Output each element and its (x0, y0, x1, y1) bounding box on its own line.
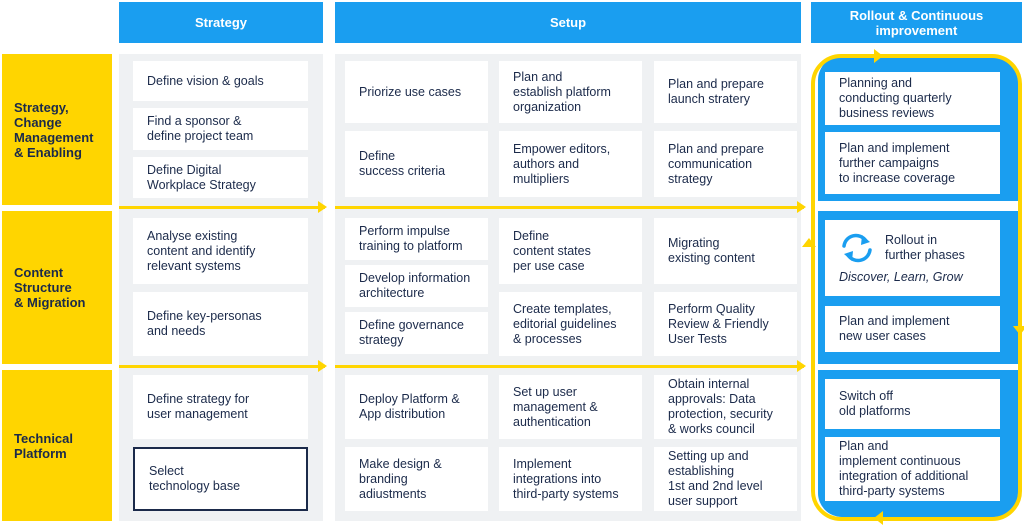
card-design-branding: Make design & branding adiustments (345, 447, 488, 511)
arrow-row1-setup (335, 201, 806, 213)
card-create-templates: Create templates, editorial guidelines &… (499, 292, 642, 356)
card-internal-approvals: Obtain internal approvals: Data protecti… (654, 375, 797, 439)
arrow-row1-strategy (119, 201, 327, 213)
cycle-arrowhead-left-icon (874, 511, 883, 525)
card-user-management-authentication: Set up user management & authentication (499, 375, 642, 439)
cycle-arrowhead-down-icon (1013, 326, 1024, 335)
card-quality-review: Perform Quality Review & Friendly User T… (654, 292, 797, 356)
card-define-user-management-strategy: Define strategy for user management (133, 375, 308, 439)
card-continuous-integration: Plan and implement continuous integratio… (825, 437, 1000, 501)
card-select-technology-base[interactable]: Select technology base (133, 447, 308, 511)
refresh-arrows-icon (842, 233, 872, 262)
card-new-user-cases: Plan and implement new user cases (825, 306, 1000, 352)
row-label-content-structure: Content Structure & Migration (2, 211, 112, 364)
card-define-vision-goals: Define vision & goals (133, 61, 308, 101)
card-communication-strategy: Plan and prepare communication strategy (654, 131, 797, 197)
card-content-states: Define content states per use case (499, 218, 642, 284)
card-define-success-criteria: Define success criteria (345, 131, 488, 197)
card-governance-strategy: Define governance strategy (345, 312, 488, 354)
card-define-key-personas: Define key-personas and needs (133, 292, 308, 356)
card-rollout-further-phases: Rollout in further phases Discover, Lear… (825, 220, 1000, 296)
phase-header-strategy: Strategy (119, 2, 323, 43)
card-priorize-use-cases: Priorize use cases (345, 61, 488, 123)
continuous-cycle-outline (811, 54, 1022, 521)
card-switch-off-platforms: Switch off old platforms (825, 379, 1000, 429)
rollout-phases-title: Rollout in further phases (885, 232, 965, 262)
card-user-support: Setting up and establishing 1st and 2nd … (654, 447, 797, 511)
arrow-row2-strategy (119, 360, 327, 372)
card-quarterly-business-reviews: Planning and conducting quarterly busine… (825, 72, 1000, 125)
card-empower-editors: Empower editors, authors and multipliers (499, 131, 642, 197)
rollout-phases-subtitle: Discover, Learn, Grow (839, 269, 963, 284)
cycle-arrowhead-up-icon (802, 238, 816, 247)
row-label-strategy-change: Strategy, Change Management & Enabling (2, 54, 112, 205)
card-establish-platform-organization: Plan and establish platform organization (499, 61, 642, 123)
card-impulse-training: Perform impulse training to platform (345, 218, 488, 260)
arrow-row2-setup (335, 360, 806, 372)
phase-header-setup: Setup (335, 2, 801, 43)
cycle-arrowhead-right-icon (874, 49, 883, 63)
card-deploy-platform: Deploy Platform & App distribution (345, 375, 488, 439)
card-information-architecture: Develop information architecture (345, 265, 488, 307)
card-plan-launch-strategy: Plan and prepare launch stratery (654, 61, 797, 123)
card-further-campaigns: Plan and implement further campaigns to … (825, 132, 1000, 194)
card-migrating-content: Migrating existing content (654, 218, 797, 284)
phase-header-rollout: Rollout & Continuous improvement (811, 2, 1022, 43)
card-integrations-third-party: Implement integrations into third-party … (499, 447, 642, 511)
row-label-technical-platform: Technical Platform (2, 370, 112, 521)
card-find-sponsor: Find a sponsor & define project team (133, 108, 308, 150)
card-analyse-existing-content: Analyse existing content and identify re… (133, 218, 308, 284)
card-define-digital-workplace: Define Digital Workplace Strategy (133, 157, 308, 198)
